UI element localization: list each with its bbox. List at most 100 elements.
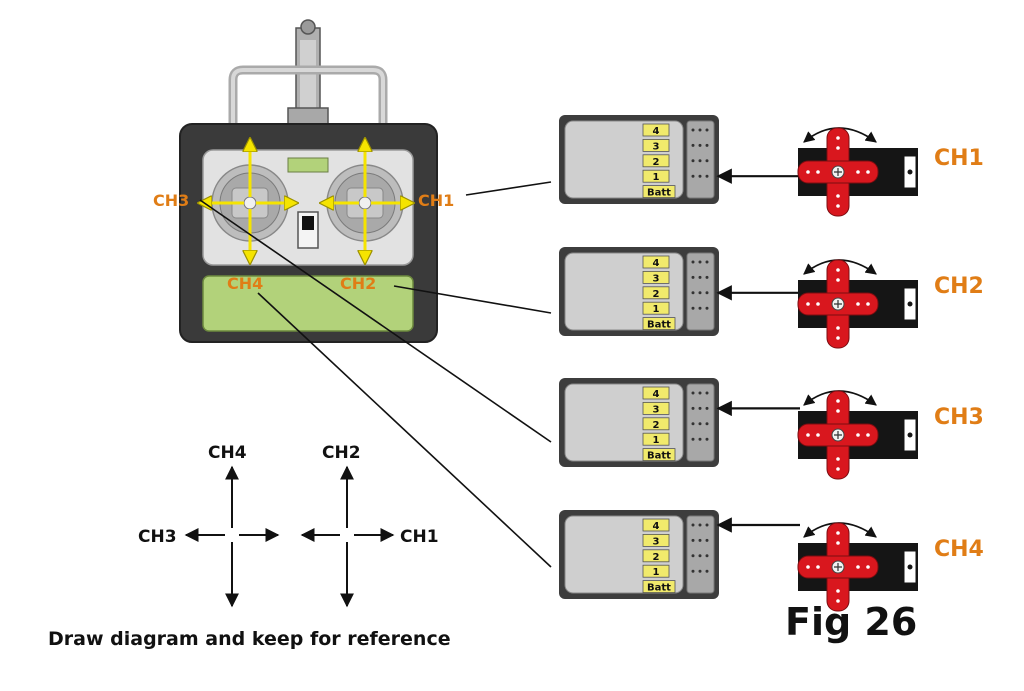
servo-hole bbox=[907, 169, 913, 175]
horn-hole bbox=[806, 170, 810, 174]
horn-hole bbox=[836, 589, 840, 593]
horn-hole bbox=[836, 194, 840, 198]
connector-ch3 bbox=[199, 199, 552, 443]
receiver-pin bbox=[691, 569, 695, 573]
receiver-pin bbox=[705, 391, 709, 395]
horn-hole bbox=[856, 433, 860, 437]
lower-lcd-panel bbox=[202, 275, 414, 332]
receiver-slot bbox=[642, 185, 676, 199]
servo-hole bbox=[907, 301, 913, 307]
servo-4: CH4 bbox=[797, 522, 984, 612]
servo-label-ch1: CH1 bbox=[934, 146, 984, 171]
horn-hole bbox=[836, 531, 840, 535]
horn-hole bbox=[866, 170, 870, 174]
receiver-slot bbox=[642, 169, 670, 183]
tx-label-ch4: CH4 bbox=[227, 274, 263, 293]
receiver-slot-label: 3 bbox=[653, 273, 660, 284]
receiver-pin bbox=[698, 159, 702, 163]
receiver-pin bbox=[698, 437, 702, 441]
servo-label-ch3: CH3 bbox=[934, 405, 984, 430]
connector-ch1 bbox=[465, 181, 552, 196]
receiver-pin bbox=[691, 159, 695, 163]
horn-hole bbox=[836, 599, 840, 603]
tx-label-ch2: CH2 bbox=[340, 274, 376, 293]
horn-hole bbox=[866, 565, 870, 569]
ref-label-ch1: CH1 bbox=[400, 527, 439, 547]
receiver-pin bbox=[705, 275, 709, 279]
horn-screw-slot bbox=[834, 300, 842, 308]
receiver-slot-label: Batt bbox=[647, 320, 671, 331]
receiver-pin bbox=[691, 306, 695, 310]
ref-label-ch2: CH2 bbox=[322, 443, 361, 463]
horn-hole bbox=[836, 541, 840, 545]
receiver-pin bbox=[691, 174, 695, 178]
connector-ch4 bbox=[257, 292, 552, 568]
receiver-pin bbox=[691, 422, 695, 426]
receiver-pin bbox=[691, 406, 695, 410]
status-display bbox=[287, 157, 329, 173]
receiver-pin bbox=[705, 406, 709, 410]
horn-hole bbox=[806, 565, 810, 569]
receiver-pin bbox=[705, 159, 709, 163]
servo-hole bbox=[907, 432, 913, 438]
horn-hole bbox=[816, 170, 820, 174]
receiver-pin bbox=[698, 128, 702, 132]
horn-hole bbox=[816, 565, 820, 569]
ref-label-ch3: CH3 bbox=[138, 527, 177, 547]
receiver-slot bbox=[642, 401, 670, 415]
horn-hole bbox=[856, 565, 860, 569]
horn-hole bbox=[836, 146, 840, 150]
receiver-pin bbox=[691, 523, 695, 527]
receiver-slot bbox=[642, 549, 670, 563]
receiver-slot-label: 1 bbox=[653, 567, 660, 578]
receiver-pin bbox=[691, 437, 695, 441]
receiver-slot bbox=[642, 534, 670, 547]
receiver-pin bbox=[691, 554, 695, 558]
horn-hole bbox=[856, 170, 860, 174]
receiver-pin bbox=[691, 538, 695, 542]
receiver-pin bbox=[705, 523, 709, 527]
horn-hole bbox=[836, 268, 840, 272]
receiver-slot-label: 2 bbox=[653, 157, 660, 168]
receiver-pin bbox=[691, 143, 695, 147]
horn-hole bbox=[836, 278, 840, 282]
reference-cross-right bbox=[300, 465, 395, 608]
horn-hole bbox=[856, 302, 860, 306]
receiver-slot-label: 4 bbox=[653, 126, 660, 137]
receiver-slot bbox=[642, 432, 670, 446]
receiver-slot-label: 3 bbox=[653, 536, 660, 547]
receiver-slot bbox=[642, 580, 676, 593]
servo-2: CH2 bbox=[797, 259, 984, 349]
receiver-pin bbox=[705, 306, 709, 310]
connector-lines bbox=[199, 181, 552, 568]
left-stick-arrows bbox=[200, 140, 296, 262]
receiver-slot-label: Batt bbox=[647, 188, 671, 199]
receiver-slot bbox=[642, 301, 670, 315]
horn-hole bbox=[836, 409, 840, 413]
receiver-slot bbox=[642, 417, 670, 431]
receiver-slot-label: 4 bbox=[653, 258, 660, 269]
receiver-slot-label: Batt bbox=[647, 583, 671, 594]
receiver-slot bbox=[642, 154, 670, 168]
receiver-slot-label: 2 bbox=[653, 552, 660, 563]
receiver-slot-label: 2 bbox=[653, 420, 660, 431]
horn-hole bbox=[866, 433, 870, 437]
horn-hole bbox=[836, 204, 840, 208]
receiver-pin bbox=[691, 275, 695, 279]
horn-hole bbox=[806, 433, 810, 437]
receiver-pin bbox=[698, 569, 702, 573]
receiver-slot-label: 4 bbox=[653, 521, 660, 532]
receiver-slot-label: 2 bbox=[653, 289, 660, 300]
receiver-pin bbox=[705, 128, 709, 132]
horn-screw-slot bbox=[834, 563, 842, 571]
receiver-pin bbox=[705, 554, 709, 558]
receiver-pin bbox=[705, 143, 709, 147]
receiver-pin bbox=[691, 260, 695, 264]
receiver-slot bbox=[642, 270, 670, 284]
horn-hole bbox=[806, 302, 810, 306]
servo-hole bbox=[907, 564, 913, 570]
receiver-slot-label: 1 bbox=[653, 172, 660, 183]
